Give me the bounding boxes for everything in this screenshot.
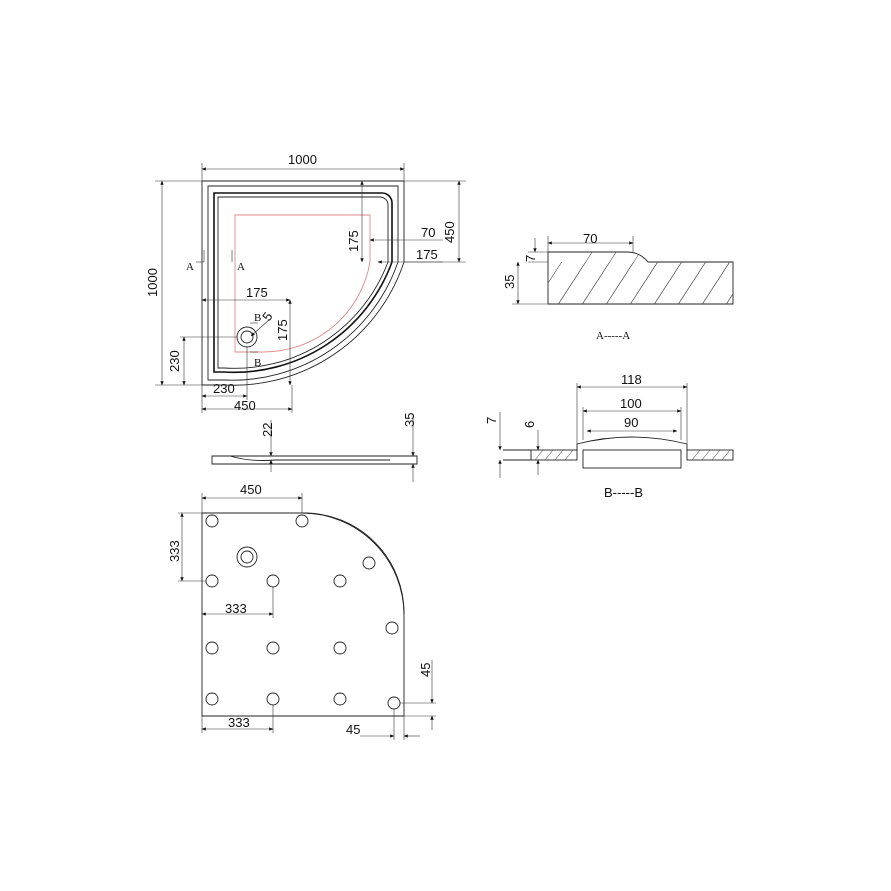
edge-y-value: 45	[418, 663, 433, 677]
foot	[205, 692, 219, 706]
inner-offset-4-value: 175	[275, 319, 290, 341]
drain-outer-circle	[236, 326, 258, 348]
top-width-value: 450	[240, 482, 262, 497]
inner-offset-3-value: 175	[246, 285, 268, 300]
foot	[205, 514, 219, 528]
basin-trim	[234, 214, 371, 353]
height-value: 1000	[145, 268, 160, 297]
outer-value: 118	[621, 372, 642, 387]
section-a-label-left: A	[186, 261, 194, 273]
section-aa: 70 7 35 A-----A	[502, 231, 734, 342]
drain-depth-value: 22	[260, 423, 275, 437]
bottom-drain-inner	[240, 550, 254, 564]
foot	[266, 574, 280, 588]
left-height-value: 7	[484, 417, 499, 424]
foot	[295, 514, 309, 528]
side-view-profile	[211, 455, 418, 465]
tray-rim-inner	[213, 192, 393, 374]
section-bb-hatching	[534, 449, 731, 461]
section-bb-drain-cap	[576, 436, 688, 450]
foot	[362, 556, 376, 570]
foot	[333, 574, 347, 588]
foot	[266, 692, 280, 706]
section-aa-profile	[547, 251, 734, 305]
section-aa-caption: A-----A	[596, 330, 630, 342]
foot	[205, 574, 219, 588]
edge-x-value: 45	[346, 722, 360, 737]
drain-radius-leader	[250, 319, 270, 337]
foot	[385, 621, 399, 635]
section-bb-base-left	[530, 449, 578, 461]
radius-offset-value: 70	[421, 225, 435, 240]
tray-rim-inner-2	[217, 196, 389, 369]
inner-value: 90	[624, 415, 638, 430]
left-offset-value: 333	[167, 540, 182, 562]
side-value: 450	[442, 221, 457, 243]
bottom-spacing-value: 333	[228, 715, 250, 730]
drain-x-value: 230	[213, 381, 235, 396]
foot	[266, 641, 280, 655]
rim-value: 70	[583, 231, 597, 246]
section-bb-caption: B-----B	[604, 485, 643, 500]
section-b-label-bottom: B	[254, 357, 261, 369]
side-view-drain	[229, 455, 390, 461]
section-a-label-right: A	[237, 261, 245, 273]
mid-spacing-value: 333	[225, 601, 247, 616]
tray-inner-outline	[207, 185, 399, 381]
total-height-value: 35	[402, 413, 417, 427]
thickness-value: 35	[502, 275, 517, 289]
foot	[205, 641, 219, 655]
bb-drain-depth-value: 6	[522, 421, 537, 428]
drain-radius-value: 5	[259, 309, 275, 324]
bottom-arc	[301, 512, 405, 616]
bottom-length-value: 450	[234, 398, 256, 413]
drain-y-value: 230	[167, 350, 182, 372]
top-view: A A B B 1000 1000 450 70 175 175 175	[145, 152, 466, 413]
width-value: 1000	[288, 152, 317, 167]
bottom-view: 450 333 333 333 45 45	[167, 482, 436, 740]
foot	[333, 692, 347, 706]
section-bb-drain-body	[582, 449, 682, 469]
middle-value: 100	[620, 396, 642, 411]
section-b-label-top: B	[254, 312, 261, 324]
section-bb: 118 100 90 7 6 B-----B	[484, 372, 734, 500]
foot	[387, 696, 401, 710]
inner-offset-1-value: 175	[346, 230, 361, 252]
drain-inner-circle	[240, 330, 254, 344]
side-view: 22 35	[211, 413, 418, 482]
foot	[333, 641, 347, 655]
inner-offset-2-value: 175	[416, 247, 438, 262]
tray-outline	[201, 180, 405, 386]
bottom-drain-outer	[236, 546, 258, 568]
step-value: 7	[523, 255, 538, 262]
